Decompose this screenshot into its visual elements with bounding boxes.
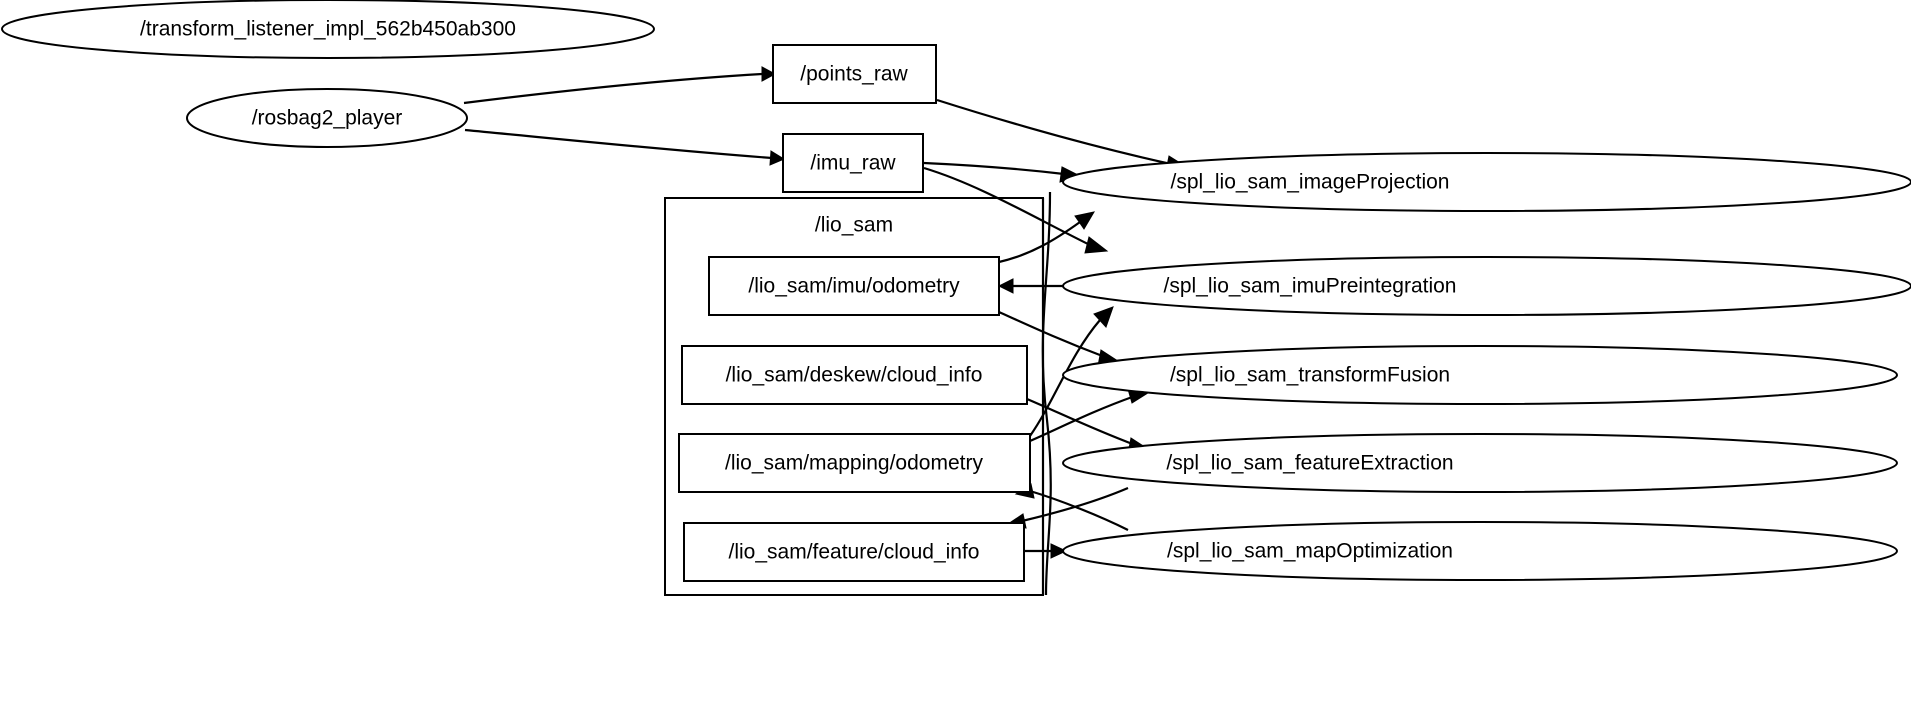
node-lio-sam-deskew-cloud-info[interactable]: /lio_sam/deskew/cloud_info — [681, 345, 1028, 405]
node-spl-lio-sam-feature-extraction[interactable]: /spl_lio_sam_featureExtraction — [1062, 433, 1898, 493]
cluster-lio-sam-border — [664, 197, 1044, 596]
node-transform-listener-impl-ellipse[interactable] — [1, 0, 655, 59]
node-lio-sam-imu-odometry[interactable]: /lio_sam/imu/odometry — [708, 256, 1000, 316]
node-lio-sam-mapping-odometry-label: /lio_sam/mapping/odometry — [725, 452, 983, 475]
node-lio-sam-deskew-cloud-info-box[interactable] — [681, 345, 1028, 405]
edge-lio-sam-feature-cloud-info-to-map-optimization — [1024, 543, 1068, 559]
node-spl-lio-sam-feature-extraction-ellipse[interactable] — [1062, 433, 1898, 493]
edge-points-raw-to-image-projection — [936, 98, 1190, 172]
cluster-lio-sam-label: /lio_sam — [815, 214, 893, 237]
node-spl-lio-sam-feature-extraction-label: /spl_lio_sam_featureExtraction — [1166, 452, 1453, 475]
cluster-lio-sam: /lio_sam — [664, 197, 1044, 596]
node-spl-lio-sam-imu-preintegration[interactable]: /spl_lio_sam_imuPreintegration — [1062, 256, 1911, 316]
edge-lio-sam-mapping-odometry-to-imu-preintegration — [1029, 306, 1114, 437]
node-lio-sam-feature-cloud-info[interactable]: /lio_sam/feature/cloud_info — [683, 522, 1025, 582]
edge-imu-preintegration-to-lio-sam-imu-odometry — [997, 278, 1064, 294]
node-transform-listener-impl[interactable]: /transform_listener_impl_562b450ab300 — [1, 0, 655, 59]
node-lio-sam-feature-cloud-info-box[interactable] — [683, 522, 1025, 582]
edge-rosbag2-player-to-imu-raw — [464, 128, 786, 166]
node-spl-lio-sam-imu-preintegration-label: /spl_lio_sam_imuPreintegration — [1164, 275, 1457, 298]
node-lio-sam-feature-cloud-info-label: /lio_sam/feature/cloud_info — [729, 541, 980, 564]
node-spl-lio-sam-map-optimization-ellipse[interactable] — [1062, 521, 1898, 581]
node-points-raw[interactable]: /points_raw — [772, 44, 937, 104]
node-points-raw-label: /points_raw — [800, 63, 908, 86]
node-rosbag2-player[interactable]: /rosbag2_player — [186, 88, 468, 148]
node-rosbag2-player-label: /rosbag2_player — [252, 107, 403, 130]
node-spl-lio-sam-map-optimization-label: /spl_lio_sam_mapOptimization — [1167, 540, 1453, 563]
node-lio-sam-imu-odometry-box[interactable] — [708, 256, 1000, 316]
node-lio-sam-imu-odometry-label: /lio_sam/imu/odometry — [748, 275, 960, 298]
edge-imu-raw-to-image-projection — [923, 161, 1082, 183]
node-imu-raw[interactable]: /imu_raw — [782, 133, 924, 193]
node-transform-listener-impl-label: /transform_listener_impl_562b450ab300 — [140, 18, 516, 41]
node-lio-sam-mapping-odometry[interactable]: /lio_sam/mapping/odometry — [678, 433, 1031, 493]
node-spl-lio-sam-image-projection[interactable]: /spl_lio_sam_imageProjection — [1062, 152, 1911, 212]
node-lio-sam-mapping-odometry-box[interactable] — [678, 433, 1031, 493]
node-imu-raw-box[interactable] — [782, 133, 924, 193]
edge-rosbag2-player-to-points-raw — [463, 66, 777, 105]
node-rosbag2-player-ellipse[interactable] — [186, 88, 468, 148]
edge-imu-raw-to-imu-preintegration — [923, 166, 1109, 254]
node-spl-lio-sam-transform-fusion-label: /spl_lio_sam_transformFusion — [1170, 364, 1450, 387]
node-spl-lio-sam-transform-fusion[interactable]: /spl_lio_sam_transformFusion — [1062, 345, 1898, 405]
node-spl-lio-sam-image-projection-label: /spl_lio_sam_imageProjection — [1171, 171, 1450, 194]
node-spl-lio-sam-transform-fusion-ellipse[interactable] — [1062, 345, 1898, 405]
node-spl-lio-sam-image-projection-ellipse[interactable] — [1062, 152, 1911, 212]
node-points-raw-box[interactable] — [772, 44, 937, 104]
node-imu-raw-label: /imu_raw — [810, 152, 896, 175]
node-lio-sam-deskew-cloud-info-label: /lio_sam/deskew/cloud_info — [726, 364, 983, 387]
node-spl-lio-sam-map-optimization[interactable]: /spl_lio_sam_mapOptimization — [1062, 521, 1898, 581]
edge-lio-sam-imu-odometry-to-image-projection — [998, 211, 1096, 264]
node-spl-lio-sam-imu-preintegration-ellipse[interactable] — [1062, 256, 1911, 316]
